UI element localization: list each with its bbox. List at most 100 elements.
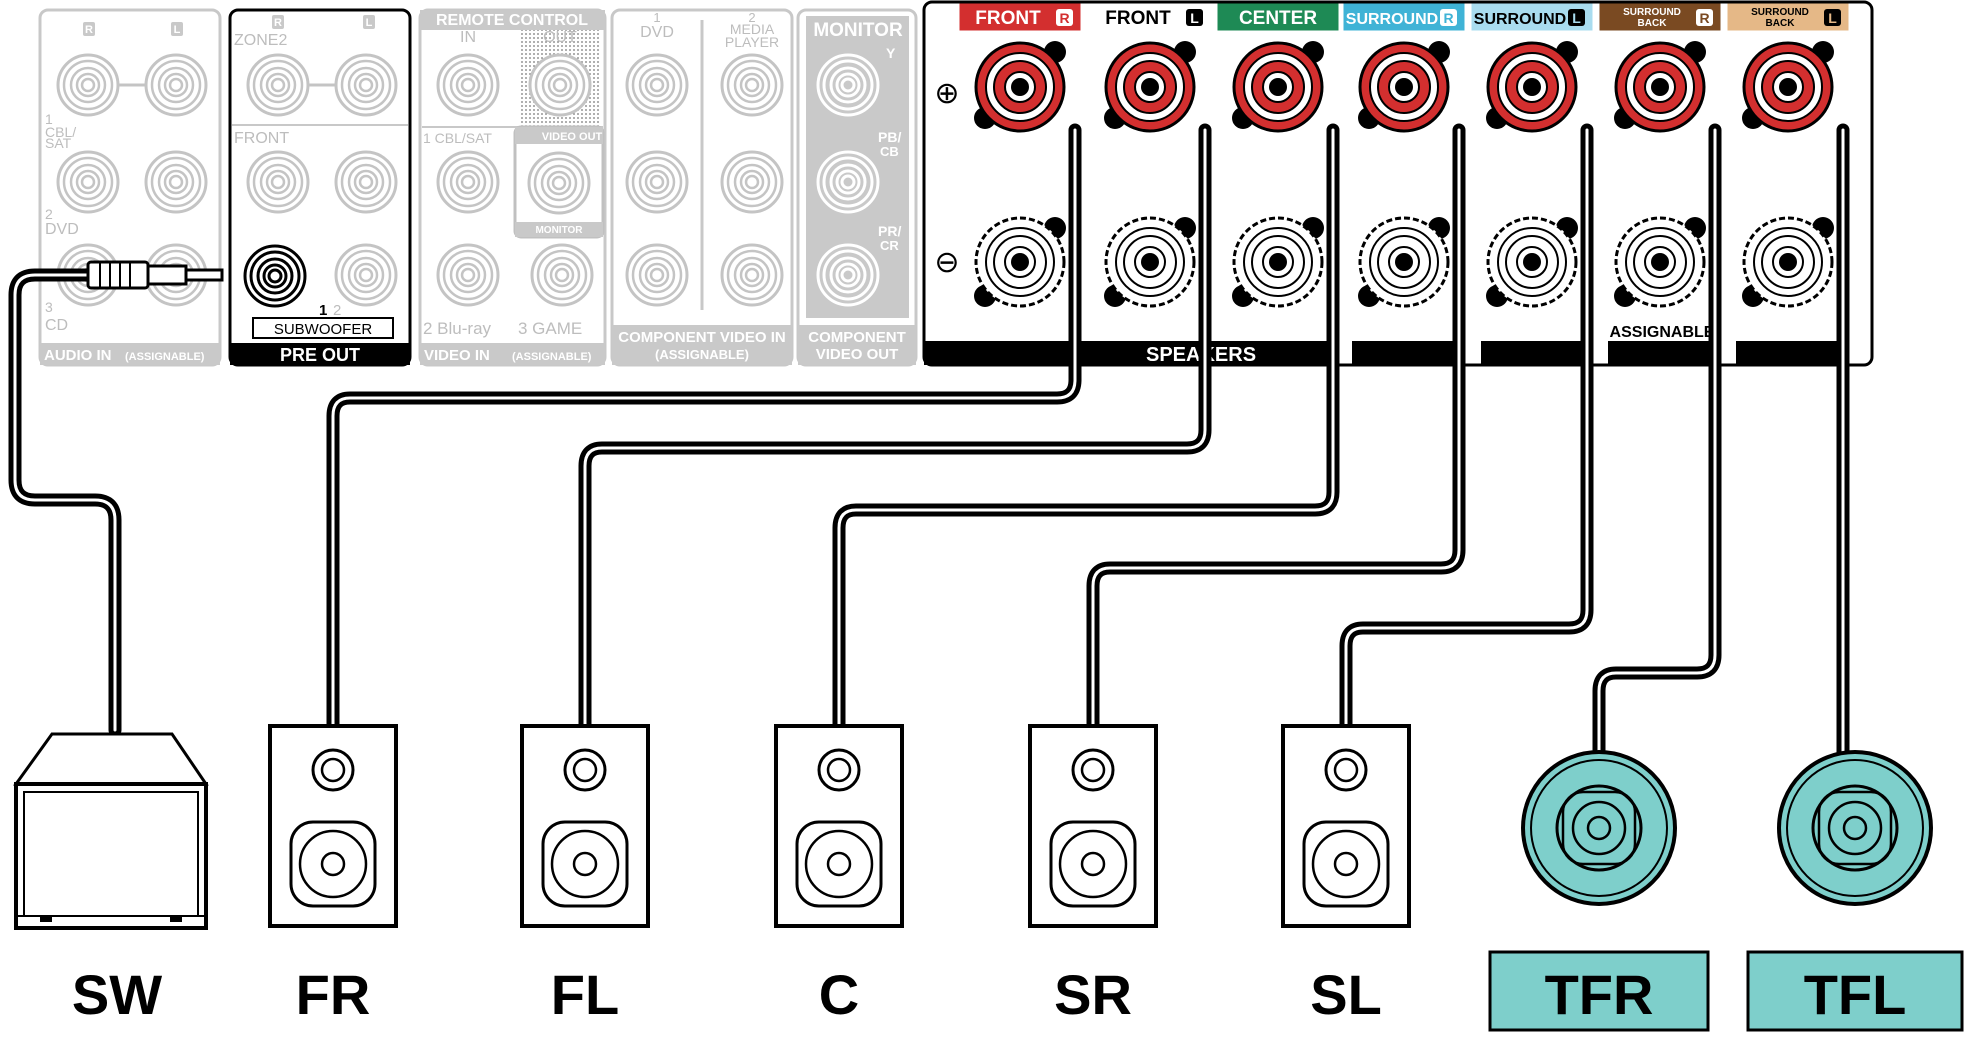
component-in-footer: COMPONENT VIDEO IN (618, 329, 786, 346)
channel-header-label-a: SURROUND (1751, 7, 1809, 18)
pre-out-zone2-label: ZONE2 (234, 32, 287, 49)
channel-header-label-a: SURROUND (1623, 7, 1681, 18)
audio-in-jack (56, 150, 120, 214)
component-out-pb-a: PB/ (878, 129, 901, 145)
audio-in-1-name-a: CBL/ (45, 124, 76, 140)
channel-header-bg (1217, 3, 1339, 31)
minus-terminal (1358, 216, 1450, 308)
channel-side-badge (1056, 9, 1073, 26)
plus-terminal (1104, 41, 1196, 133)
bookshelf-speaker (268, 724, 398, 928)
plus-terminal (1358, 41, 1450, 133)
audio-in-section: R L 1 CBL/ SAT 2 DVD 3 CD AUDIO IN (ASSI… (38, 8, 222, 367)
component-out-jack (816, 53, 880, 117)
channel-side-label: R (1059, 10, 1069, 26)
component-in-jack (720, 53, 784, 117)
pre-out-jack (246, 53, 310, 117)
channel-side-badge (1186, 9, 1203, 26)
component-out-pr-b: CR (880, 238, 899, 253)
channel-side-badge (1824, 9, 1841, 26)
component-in-2-name-b: PLAYER (725, 34, 779, 50)
minus-terminal (1232, 216, 1324, 308)
video-in-footer-sub: (ASSIGNABLE) (512, 351, 592, 363)
speaker-terminals (974, 41, 1834, 308)
audio-in-2-number: 2 (45, 206, 53, 222)
pre-out-footer: PRE OUT (280, 345, 360, 365)
label-sw: SW (72, 963, 162, 1026)
component-out-jacks (816, 53, 880, 307)
video-out-label: VIDEO OUT (542, 131, 603, 143)
video-in-jacks (436, 53, 594, 307)
rca-plug (86, 260, 224, 290)
channel-header-label-b: BACK (1638, 18, 1668, 29)
plus-terminal (974, 41, 1066, 133)
audio-in-jack (144, 53, 208, 117)
component-out-pr-a: PR/ (878, 223, 901, 239)
label-c: C (819, 963, 859, 1026)
subwoofer-label: SUBWOOFER (274, 321, 373, 338)
minus-terminal (974, 216, 1066, 308)
audio-in-footer: AUDIO IN (44, 347, 112, 364)
speaker-labels: SW FR FL C SR SL TFR TFL (72, 950, 1964, 1032)
ceiling-speaker (1521, 750, 1677, 906)
remote-out-jack (528, 53, 592, 117)
speakers-row (13, 724, 1933, 930)
pre-out-jacks (243, 53, 398, 308)
subwoofer-1-label: 1 (319, 302, 327, 319)
label-fr: FR (296, 963, 371, 1026)
minus-terminal (1104, 216, 1196, 308)
assignable-bg (1604, 318, 1844, 340)
channel-side-label: R (1699, 10, 1709, 26)
component-in-1-name: DVD (640, 24, 674, 41)
audio-in-jack (144, 150, 208, 214)
plus-terminal (1486, 41, 1578, 133)
minus-terminal (1486, 216, 1578, 308)
channel-header-label: FRONT (975, 8, 1041, 29)
plus-terminal (1614, 41, 1706, 133)
audio-in-jack (56, 53, 120, 117)
component-in-jack (625, 150, 689, 214)
subwoofer-jack (243, 244, 307, 308)
component-in-jack (625, 53, 689, 117)
audio-in-2-name: DVD (45, 221, 79, 238)
minus-terminal (1614, 216, 1706, 308)
video-in-jack (530, 243, 594, 307)
bookshelf-speaker (1281, 724, 1411, 928)
component-out-footer-a: COMPONENT (808, 329, 906, 346)
audio-in-1-name-b: SAT (45, 135, 72, 151)
ceiling-speaker (1777, 750, 1933, 906)
speakers-footer-bar (924, 341, 1328, 365)
channel-side-label: L (1190, 10, 1199, 26)
label-tfr: TFR (1545, 963, 1654, 1026)
rc-out-label: OUT (543, 29, 577, 46)
speaker-footer-bars (924, 318, 1844, 365)
video-in-1-label: 1 CBL/SAT (423, 130, 492, 146)
channel-side-badge (1696, 9, 1713, 26)
component-in-jack (720, 243, 784, 307)
footer-bar-segment (1736, 341, 1844, 365)
component-out-pb-b: CB (880, 144, 899, 159)
subwoofer-2-label: 2 (333, 302, 341, 319)
channel-side-label: L (1828, 10, 1837, 26)
component-in-jack (625, 243, 689, 307)
remote-control-label: REMOTE CONTROL (436, 12, 588, 29)
pre-out-jack (334, 243, 398, 307)
subwoofer-speaker (13, 732, 209, 930)
assignable-label: ASSIGNABLE (1610, 324, 1715, 341)
audio-in-1-number: 1 (45, 111, 53, 127)
video-in-jack (436, 53, 500, 117)
pre-out-jack (246, 150, 310, 214)
channel-header: CENTER (1217, 3, 1339, 31)
channel-header-label-b: BACK (1766, 18, 1796, 29)
plus-symbol: ⊕ (934, 77, 959, 110)
channel-side-badge (1440, 9, 1457, 26)
component-out-y-label: Y (886, 45, 896, 61)
